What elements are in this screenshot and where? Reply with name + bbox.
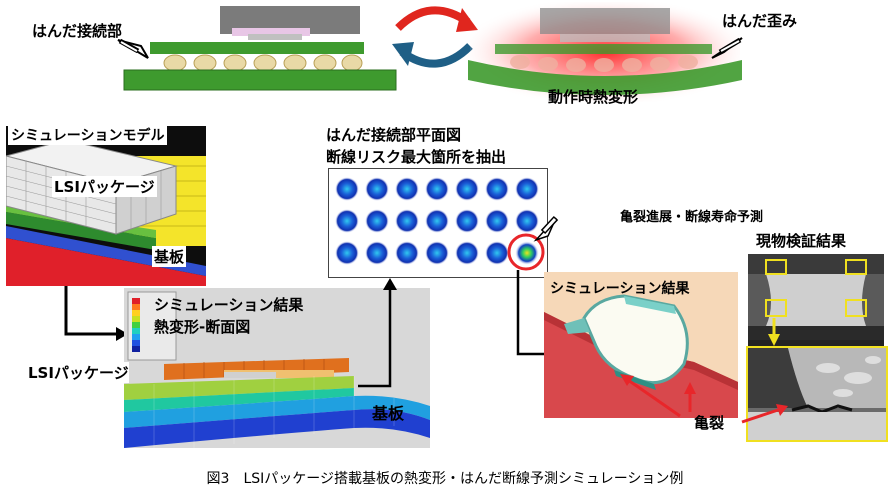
model-substrate-label: 基板	[152, 246, 187, 267]
cycle-arrows-icon	[392, 6, 478, 68]
plan-title-line2: 断線リスク最大箇所を抽出	[326, 148, 507, 166]
thermal-result-panel: シミュレーション結果 熱変形-断面図 基板	[124, 288, 430, 448]
package-normal	[117, 6, 397, 91]
simulation-model-panel: シミュレーションモデル LSIパッケージ 基板	[6, 126, 206, 286]
crack-label: 亀裂	[694, 414, 725, 432]
result-title-line1: シミュレーション結果	[154, 296, 304, 314]
plan-view-panel	[328, 168, 548, 278]
result-substrate-label: 基板	[372, 404, 405, 423]
top-illustration	[117, 2, 743, 102]
crack-section-title: 亀裂進展・断線寿命予測	[620, 210, 764, 225]
verification-zoom-panel	[746, 346, 888, 442]
model-title: シミュレーションモデル	[8, 126, 168, 145]
solder-joint-label: はんだ接続部	[32, 22, 123, 40]
model-package-label: LSIパッケージ	[52, 176, 157, 197]
verification-label: 現物検証結果	[756, 230, 847, 251]
result-package-label: LSIパッケージ	[28, 362, 129, 383]
plan-title-line1: はんだ接続部平面図	[326, 126, 462, 144]
crack-sim-label: シミュレーション結果	[550, 281, 690, 297]
solder-strain-label: はんだ歪み	[722, 12, 798, 30]
result-title-line2: 熱変形-断面図	[154, 318, 251, 336]
figure-caption: 図3 LSIパッケージ搭載基板の熱変形・はんだ断線予測シミュレーション例	[206, 471, 684, 487]
crack-sim-panel: シミュレーション結果	[544, 272, 738, 418]
package-deformed	[468, 2, 743, 102]
verification-panel	[748, 254, 884, 346]
thermal-deformation-label: 動作時熱変形	[548, 88, 639, 106]
